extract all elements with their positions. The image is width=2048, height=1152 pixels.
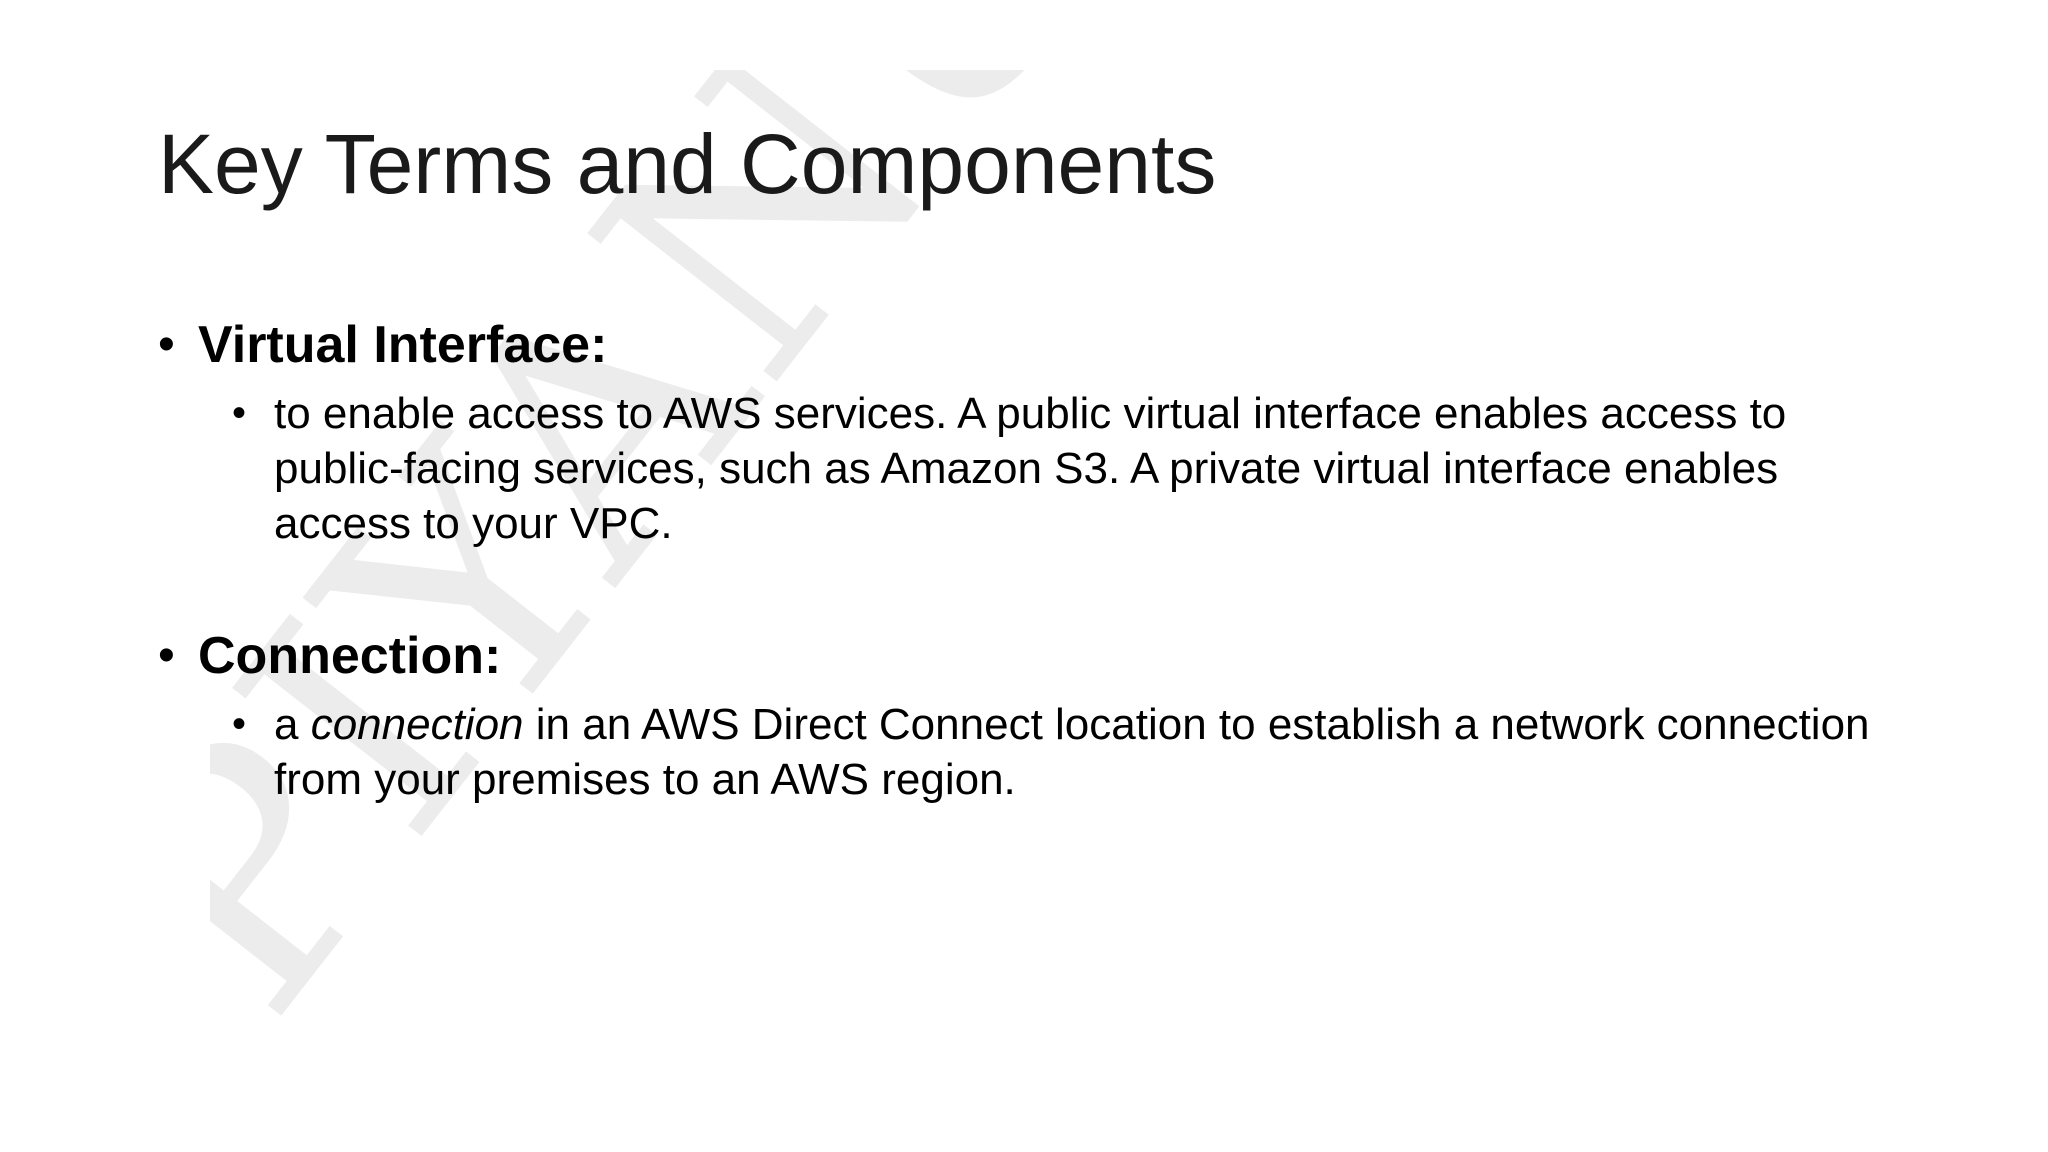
bullet-icon: • xyxy=(232,702,247,746)
term-detail-emphasis: connection xyxy=(310,700,524,749)
term-heading: • Connection: xyxy=(158,623,1898,689)
term-label: Virtual Interface: xyxy=(198,316,608,374)
term-detail: • to enable access to AWS services. A pu… xyxy=(232,386,1894,551)
term-detail-text: to enable access to AWS services. A publ… xyxy=(274,389,1787,548)
term-virtual-interface: • Virtual Interface: • to enable access … xyxy=(158,312,1898,551)
bullet-icon: • xyxy=(232,391,247,435)
term-detail-prefix: a xyxy=(274,700,311,749)
slide-title: Key Terms and Components xyxy=(158,117,1217,211)
bullet-icon: • xyxy=(158,629,175,682)
slide-content: • Virtual Interface: • to enable access … xyxy=(158,312,1898,807)
term-detail-suffix: in an AWS Direct Connect location to est… xyxy=(274,700,1870,804)
term-connection: • Connection: • a connection in an AWS D… xyxy=(158,623,1898,807)
term-label: Connection: xyxy=(198,627,502,685)
term-detail: • a connection in an AWS Direct Connect … xyxy=(232,697,1894,807)
term-heading: • Virtual Interface: xyxy=(158,312,1898,378)
bullet-icon: • xyxy=(158,318,175,371)
